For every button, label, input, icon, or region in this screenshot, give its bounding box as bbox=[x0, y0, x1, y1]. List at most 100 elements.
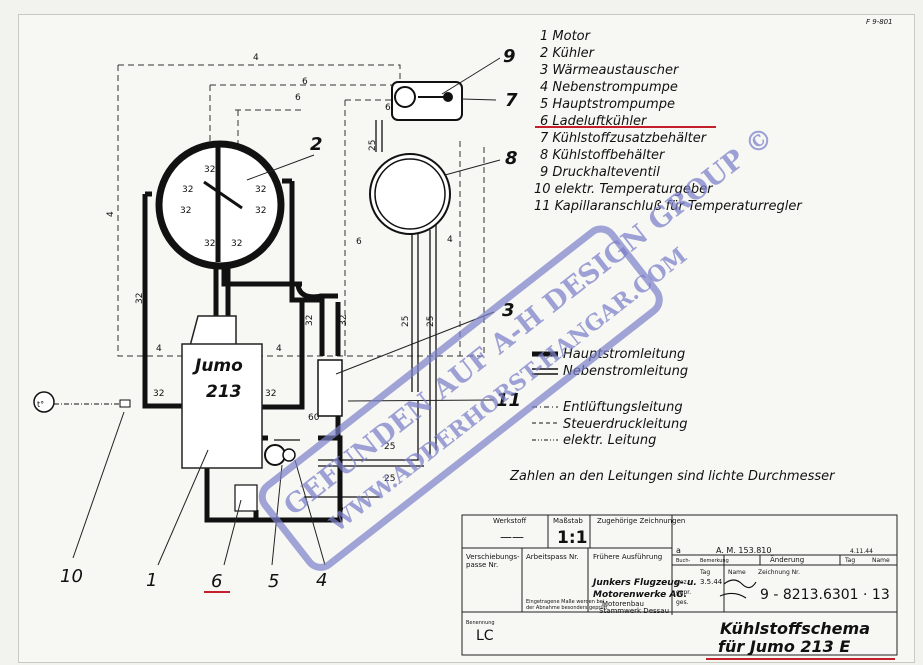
gauge-label: t° bbox=[37, 400, 44, 409]
callout-5: 5 bbox=[268, 571, 279, 592]
tb-label-buchst: Buch- bbox=[676, 558, 691, 564]
tb-label-benennung: Benennung bbox=[466, 620, 495, 626]
radiator bbox=[155, 140, 285, 270]
tb-label-massstab: Maßstab bbox=[553, 517, 583, 525]
parts-legend-item: 4 Nebenstrompumpe bbox=[540, 80, 678, 95]
tb-small-note-2: der Abnahme besonders geprüft bbox=[526, 605, 607, 611]
svg-text:6: 6 bbox=[338, 504, 344, 514]
engine bbox=[181, 315, 263, 469]
tb-label-aenderung: Änderung bbox=[770, 555, 804, 564]
callout-7: 7 bbox=[505, 90, 518, 111]
svg-text:6: 6 bbox=[356, 237, 362, 247]
tb-label-verschiebung-1: Verschiebungs- bbox=[466, 553, 520, 561]
tb-label-zugehoerige: Zugehörige Zeichnungen bbox=[597, 517, 685, 525]
svg-text:32: 32 bbox=[339, 315, 349, 326]
svg-text:25: 25 bbox=[384, 442, 395, 452]
tb-rev-date: 4.11.44 bbox=[850, 548, 873, 555]
svg-text:32: 32 bbox=[153, 389, 164, 399]
svg-text:32: 32 bbox=[180, 206, 191, 216]
tb-label-tag: Tag bbox=[844, 557, 855, 564]
tb-lc: LC bbox=[476, 628, 494, 644]
svg-text:25: 25 bbox=[401, 316, 411, 327]
svg-text:4: 4 bbox=[106, 211, 116, 217]
tb-company-1: Junkers Flugzeug- u. bbox=[591, 578, 697, 588]
tb-title-line2: für Jumo 213 E bbox=[718, 637, 850, 656]
parts-legend: 1 Motor 2 Kühler 3 Wärmeaustauscher 4 Ne… bbox=[534, 29, 803, 214]
tb-company-3: Motorenbau bbox=[602, 600, 644, 608]
svg-text:32: 32 bbox=[204, 165, 215, 175]
tb-label-arbeitspass: Arbeitspass Nr. bbox=[526, 553, 579, 561]
temperature-gauge bbox=[33, 391, 131, 413]
svg-text:60: 60 bbox=[308, 413, 320, 423]
tb-label-fruehere: Frühere Ausführung bbox=[593, 553, 662, 561]
svg-text:32: 32 bbox=[204, 239, 215, 249]
line-diameter-note: Zahlen an den Leitungen sind lichte Durc… bbox=[509, 469, 836, 484]
svg-text:4: 4 bbox=[156, 344, 162, 354]
tb-small-note-1: Eingetragene Maße werden bei bbox=[526, 599, 604, 605]
parts-legend-item: 9 Druckhalteventil bbox=[540, 165, 660, 180]
tb-rev-ref: A. M. 153.810 bbox=[716, 546, 772, 555]
svg-text:4: 4 bbox=[276, 344, 282, 354]
tb-werkstoff-value: —— bbox=[500, 530, 524, 544]
title-block: Werkstoff Maßstab Zugehörige Zeichnungen… bbox=[466, 517, 890, 656]
main-pump bbox=[264, 444, 296, 466]
tb-company-4: Stammwerk Dessau bbox=[599, 607, 669, 615]
tb-label-name-2: Name bbox=[728, 569, 746, 576]
line-type-label: Nebenstromleitung bbox=[563, 364, 688, 379]
engine-label-line2: 213 bbox=[206, 382, 242, 402]
tb-label-name: Name bbox=[872, 557, 890, 564]
svg-text:6: 6 bbox=[295, 93, 301, 103]
svg-text:4: 4 bbox=[447, 235, 453, 245]
svg-text:32: 32 bbox=[305, 315, 315, 326]
callout-8: 8 bbox=[505, 148, 518, 169]
parts-legend-item: 7 Kühlstoffzusatzbehälter bbox=[540, 131, 708, 146]
callout-11: 11 bbox=[496, 390, 521, 411]
svg-text:32: 32 bbox=[182, 185, 193, 195]
svg-text:4: 4 bbox=[253, 53, 259, 63]
thermostat-box bbox=[234, 484, 258, 512]
callout-3: 3 bbox=[502, 300, 515, 321]
heat-exchanger bbox=[317, 359, 343, 417]
tb-title-line1: Kühlstoffschema bbox=[720, 619, 870, 638]
svg-text:32: 32 bbox=[231, 239, 242, 249]
tb-row-ges: ges. bbox=[676, 599, 689, 606]
callout-10: 10 bbox=[60, 566, 83, 587]
tb-company-2: Motorenwerke AG. bbox=[593, 590, 687, 600]
parts-legend-item: 3 Wärmeaustauscher bbox=[540, 63, 680, 78]
expansion-tank bbox=[391, 81, 463, 121]
line-type-label: Entlüftungsleitung bbox=[563, 400, 683, 415]
line-type-label: elektr. Leitung bbox=[563, 433, 656, 448]
title-block-frame bbox=[461, 514, 898, 656]
svg-text:32: 32 bbox=[255, 206, 266, 216]
callout-6: 6 bbox=[211, 571, 222, 592]
line-type-label: Steuerdruckleitung bbox=[563, 417, 688, 432]
parts-legend-item: 1 Motor bbox=[540, 29, 592, 44]
tb-row-gez: gez. bbox=[676, 579, 689, 586]
svg-text:32: 32 bbox=[265, 389, 276, 399]
tb-label-verschiebung-2: passe Nr. bbox=[466, 561, 498, 569]
tb-signature bbox=[719, 579, 757, 599]
tb-scale: 1:1 bbox=[557, 528, 587, 548]
tb-row-gepr: gepr. bbox=[676, 589, 691, 596]
svg-text:25: 25 bbox=[426, 316, 436, 327]
parts-legend-item: 6 Ladeluftkühler bbox=[540, 114, 648, 129]
line-type-legend: Hauptstromleitung Nebenstromleitung Entl… bbox=[563, 347, 688, 448]
callout-9: 9 bbox=[503, 46, 516, 67]
callout-1: 1 bbox=[146, 570, 157, 591]
svg-text:6: 6 bbox=[302, 77, 308, 87]
red-underlines bbox=[204, 126, 895, 660]
svg-text:25: 25 bbox=[368, 140, 378, 151]
tb-rev-a: a bbox=[676, 546, 681, 555]
tb-label-tag-2: Tag bbox=[699, 569, 710, 576]
svg-text:6: 6 bbox=[385, 103, 391, 113]
parts-legend-item: 8 Kühlstoffbehälter bbox=[540, 148, 666, 163]
tb-label-bemerkung: Bemerkung bbox=[700, 558, 729, 564]
tb-drawing-number: 9 - 8213.6301 · 13 bbox=[760, 587, 890, 603]
tb-label-zeichnung: Zeichnung Nr. bbox=[758, 569, 800, 576]
svg-text:25: 25 bbox=[384, 474, 395, 484]
watermark-line2: WWW.ADDERHORST-HANGAR.COM bbox=[324, 243, 692, 538]
callout-2: 2 bbox=[310, 134, 323, 155]
secondary-lines bbox=[274, 120, 437, 498]
